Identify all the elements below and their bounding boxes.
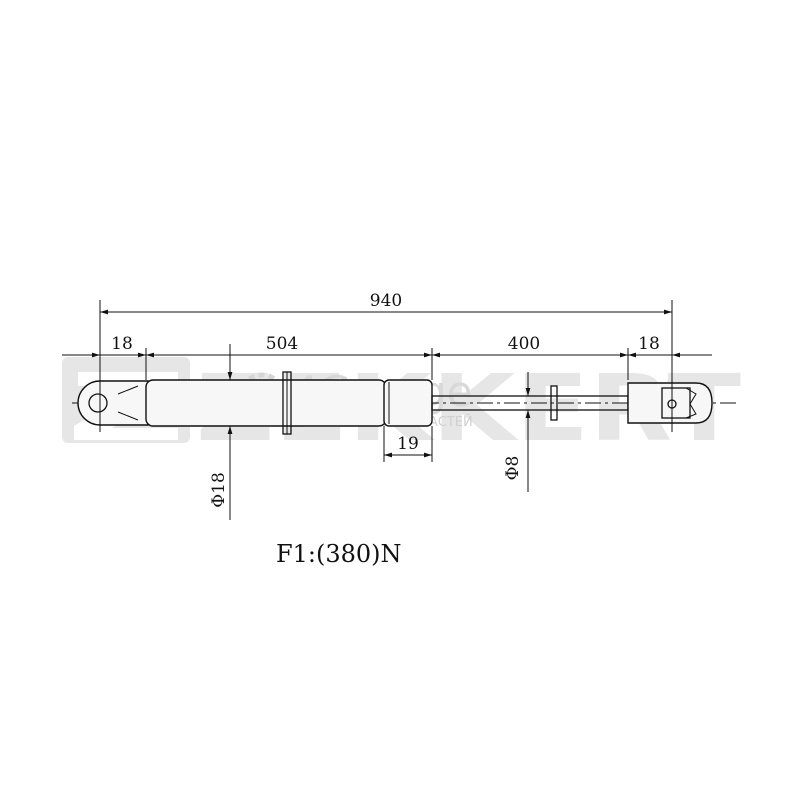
force-label: F1:(380)N: [276, 540, 402, 568]
left-fitting-neck: [117, 385, 139, 421]
dim-left-eye: 18: [111, 334, 133, 354]
dim-cylinder-length: 504: [266, 334, 298, 354]
dim-overall-length: 940: [370, 291, 402, 311]
right-eye-fitting: [627, 382, 713, 424]
cylinder-end-section: [383, 379, 433, 427]
cylinder-body: [145, 379, 387, 427]
dim-rod-diameter: Φ8: [503, 456, 523, 481]
dim-right-eye: 18: [638, 334, 660, 354]
dim-collar-width: 19: [397, 434, 419, 454]
rod-washer: [550, 385, 558, 421]
dim-stroke-length: 400: [508, 334, 540, 354]
right-fitting-slot: [661, 387, 691, 419]
dimension-labels: 940 18 504 400 18 19 Φ18 Φ8: [111, 291, 660, 508]
right-fitting-clip: [685, 387, 697, 419]
dimension-lines: [62, 309, 712, 460]
dim-cylinder-diameter: Φ18: [209, 472, 229, 508]
gas-spring-part: [77, 371, 713, 435]
left-eye-hole: [88, 393, 108, 413]
